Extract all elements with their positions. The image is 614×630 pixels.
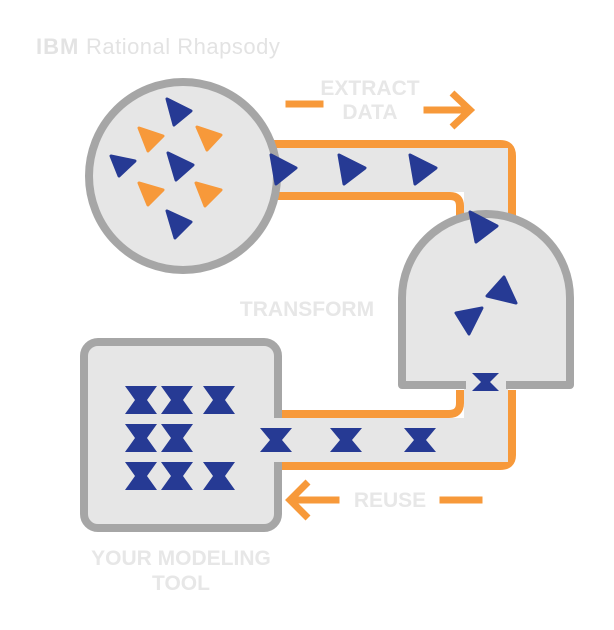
- hourglass-marker-icon: [161, 462, 193, 490]
- brand-company: IBM: [36, 34, 80, 59]
- hourglass-marker-icon: [125, 424, 157, 452]
- modeling-tool-label: YOUR MODELING TOOL: [66, 546, 296, 596]
- triangle-marker-icon: [454, 306, 484, 336]
- modeling-tool-label-line2: TOOL: [152, 572, 210, 595]
- hourglass-marker-icon: [161, 386, 193, 414]
- extract-data-label: EXTRACT DATA: [310, 77, 430, 125]
- hourglass-marker-icon: [125, 386, 157, 414]
- triangle-marker-icon: [195, 125, 223, 152]
- hourglass-marker-icon: [125, 462, 157, 490]
- triangle-marker-icon: [109, 154, 137, 178]
- triangle-marker-icon: [269, 153, 298, 186]
- transform-dome: [398, 210, 574, 389]
- extract-flow-triangles: [269, 153, 518, 336]
- hourglass-marker-icon: [161, 424, 193, 452]
- triangle-marker-icon: [408, 153, 438, 186]
- hourglass-marker-icon: [203, 386, 235, 414]
- arrow-right-icon: [285, 90, 476, 130]
- reuse-pipe-inner: [280, 390, 464, 418]
- triangle-marker-icon: [337, 153, 367, 186]
- extract-pipe-inner: [270, 192, 464, 218]
- triangle-marker-icon: [485, 275, 518, 305]
- source-triangles: [109, 97, 223, 240]
- hourglass-marker-icon: [404, 428, 436, 452]
- triangle-marker-icon: [468, 210, 499, 244]
- triangle-marker-icon: [165, 97, 193, 127]
- extract-label-line2: DATA: [342, 101, 398, 124]
- triangle-marker-icon: [194, 181, 223, 208]
- reuse-label: REUSE: [353, 489, 427, 512]
- extract-pipe-outer: [270, 140, 516, 236]
- reuse-pipe-up-fill: [464, 380, 508, 462]
- hourglass-marker-icon: [330, 428, 362, 452]
- brand-product: Rational Rhapsody: [85, 34, 281, 59]
- modeling-tool-label-line1: YOUR MODELING: [91, 547, 271, 570]
- triangle-marker-icon: [137, 126, 165, 153]
- extract-label-line1: EXTRACT: [320, 77, 420, 100]
- hourglass-marker-icon: [260, 428, 292, 452]
- orange-pipe-outlines: [270, 140, 516, 470]
- hourglass-marker-icon: [203, 462, 235, 490]
- triangle-marker-icon: [165, 209, 193, 240]
- arrow-left-icon: [285, 479, 483, 521]
- hourglass-marker-icon: [472, 373, 499, 391]
- transform-label: TRANSFORM: [239, 298, 375, 321]
- transformed-hourglasses: [125, 373, 499, 490]
- brand-title: IBM Rational Rhapsody: [36, 36, 280, 58]
- pipe-interiors: [268, 148, 508, 462]
- reuse-pipe-outer: [280, 390, 516, 470]
- triangle-marker-icon: [166, 151, 195, 182]
- triangle-marker-icon: [137, 181, 165, 207]
